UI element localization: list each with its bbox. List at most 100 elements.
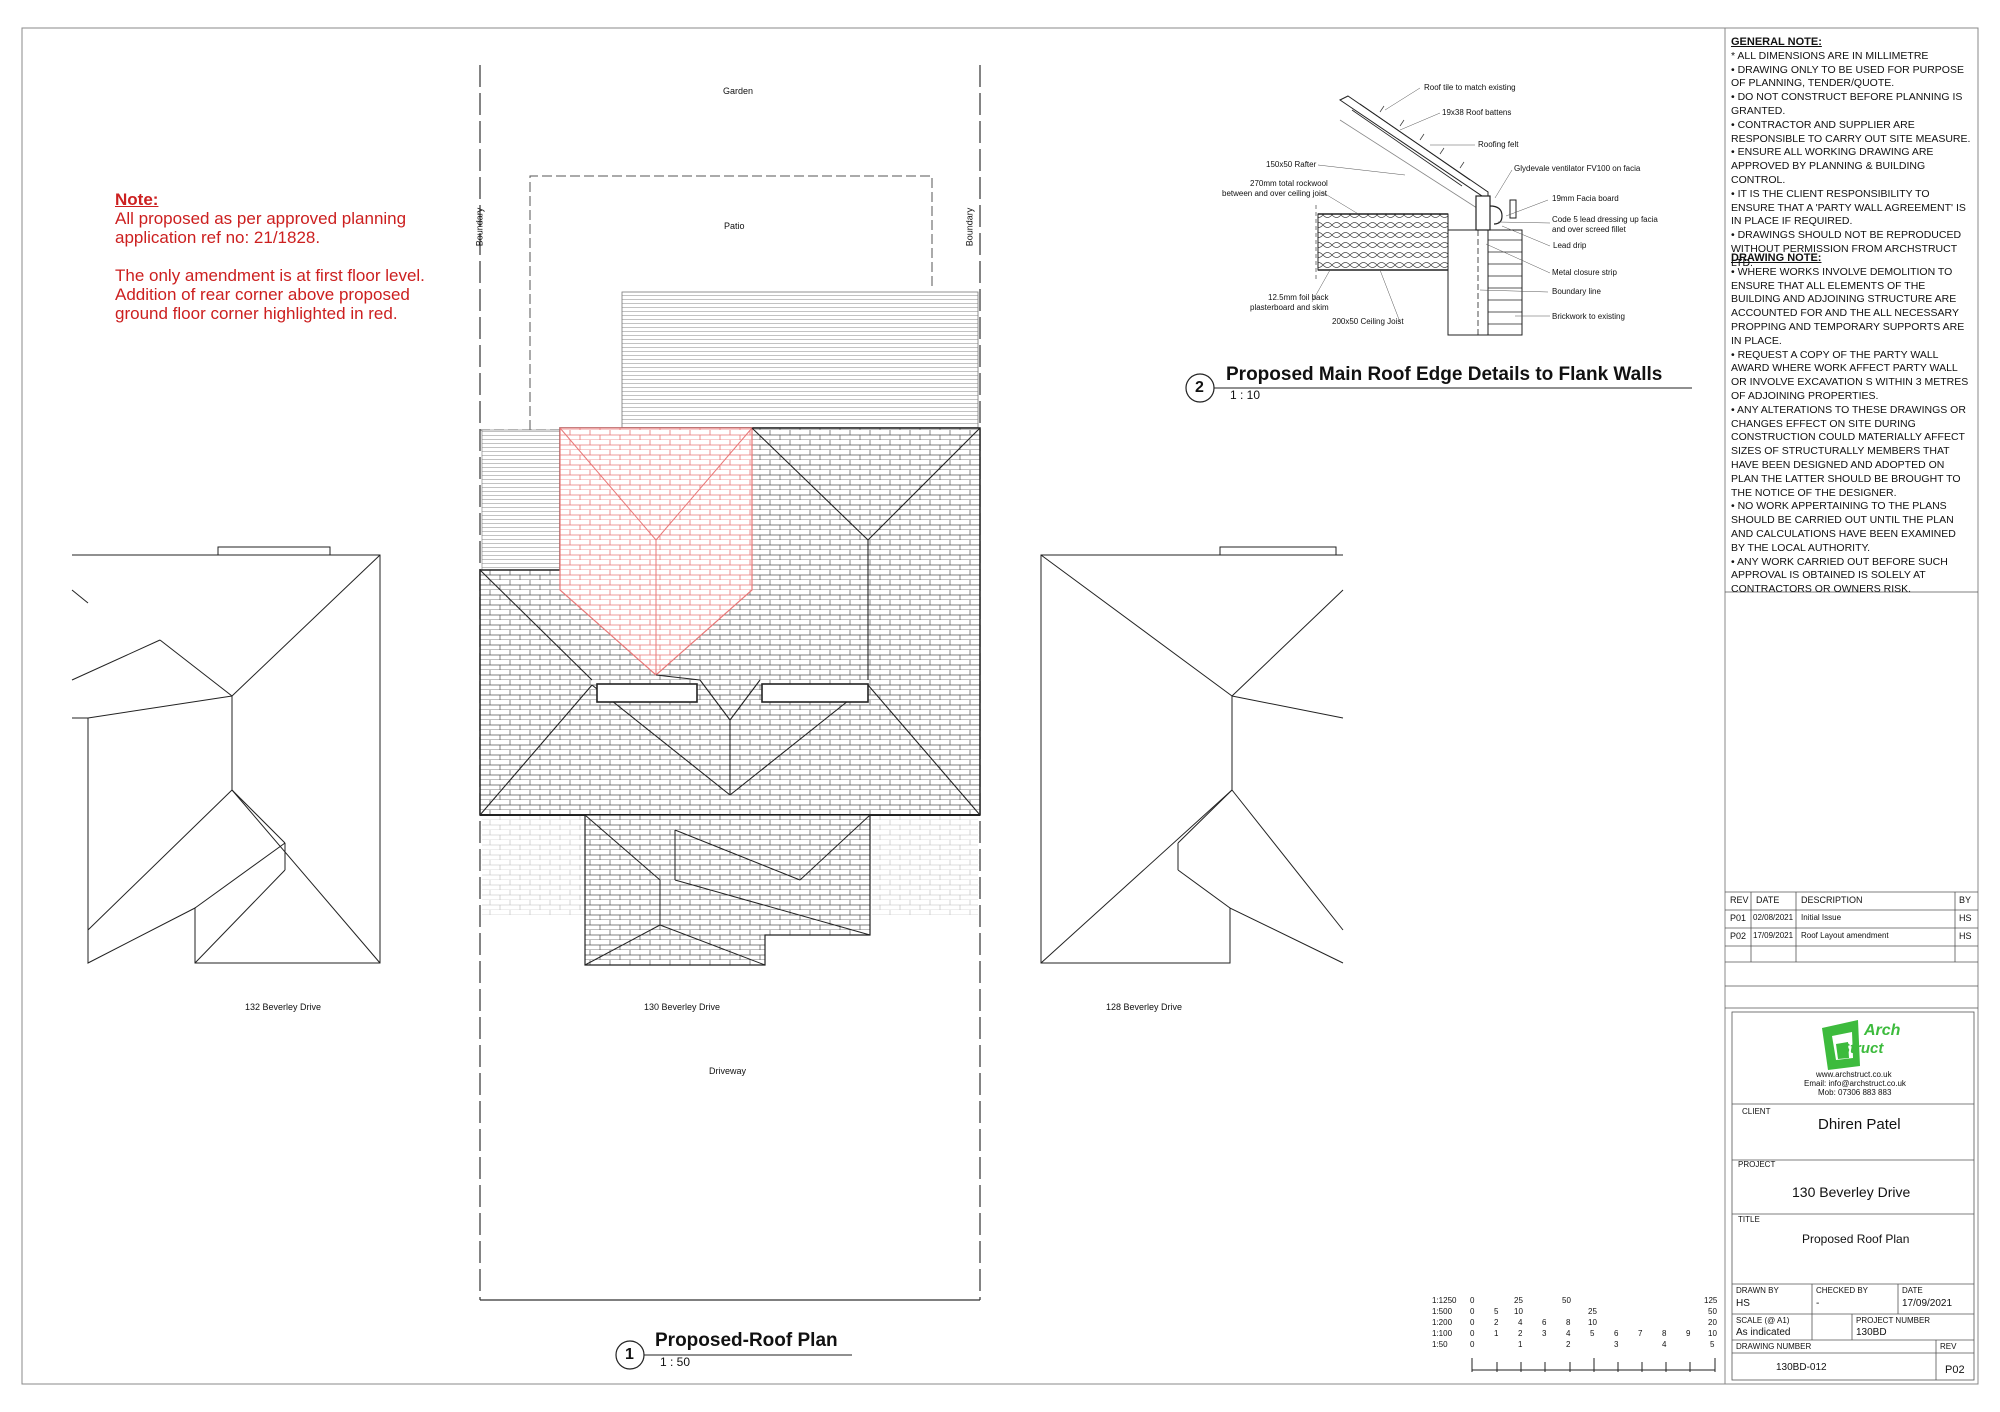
scale-tick: 8 [1566, 1318, 1571, 1327]
label-house-128: 128 Beverley Drive [1106, 1002, 1183, 1012]
patio-outline [480, 175, 933, 431]
scale-tick: 5 [1494, 1307, 1499, 1316]
drawing-note-item: • ANY WORK CARRIED OUT BEFORE SUCH APPRO… [1731, 555, 1948, 596]
scale-tick: 20 [1708, 1318, 1717, 1327]
scale-name: 1:200 [1432, 1318, 1453, 1327]
company-name-line2: Struct [1840, 1040, 1884, 1057]
detail-lead-drip: Lead drip [1553, 241, 1587, 250]
scale-value: As indicated [1736, 1327, 1791, 1338]
drawing-number-label: DRAWING NUMBER [1736, 1342, 1812, 1351]
neighbour-132-roof [71, 546, 381, 964]
scale-tick: 6 [1614, 1329, 1619, 1338]
scale-label: SCALE (@ A1) [1736, 1316, 1790, 1325]
scale-tick: 25 [1588, 1307, 1597, 1316]
scale-tick: 4 [1518, 1318, 1523, 1327]
scale-tick: 10 [1588, 1318, 1597, 1327]
detail-closure: Metal closure strip [1552, 268, 1617, 277]
drawing-note: DRAWING NOTE: • WHERE WORKS INVOLVE DEMO… [1731, 252, 1971, 597]
scale-tick: 5 [1590, 1329, 1595, 1338]
general-note-item: • DRAWINGS SHOULD NOT BE REPRODUCED WITH… [1731, 229, 1962, 269]
detail-rockwool-2: between and over ceiling joist [1222, 189, 1327, 198]
title-value: Proposed Roof Plan [1802, 1232, 1910, 1246]
scale-tick: 2 [1518, 1329, 1523, 1338]
rev-header-by: BY [1959, 895, 1972, 905]
detail-plaster-1: 12.5mm foil back [1268, 293, 1329, 302]
drawing-number-value: 130BD-012 [1776, 1362, 1827, 1373]
scale-tick: 4 [1662, 1340, 1667, 1349]
checked-by-label: CHECKED BY [1816, 1286, 1869, 1295]
drawing-note-heading: DRAWING NOTE: [1731, 252, 1822, 264]
project-label: PROJECT [1738, 1160, 1776, 1169]
scale-name: 1:500 [1432, 1307, 1453, 1316]
client-value: Dhiren Patel [1818, 1116, 1901, 1133]
scale-tick: 50 [1562, 1296, 1571, 1305]
rev-value: P02 [1945, 1364, 1965, 1376]
scale-tick: 4 [1566, 1329, 1571, 1338]
detail-ventilator: Glydevale ventilator FV100 on facia [1514, 164, 1641, 173]
note-line-1: All proposed as per approved planning ap… [115, 209, 407, 247]
detail-boundary-line: Boundary line [1552, 287, 1601, 296]
label-boundary-right: Boundary [964, 207, 975, 247]
title-block-frame [1725, 591, 1978, 1381]
note-line-2: The only amendment is at first floor lev… [115, 266, 425, 323]
drawing-note-item: • WHERE WORKS INVOLVE DEMOLITION TO ENSU… [1731, 265, 1965, 347]
scale-tick: 3 [1614, 1340, 1619, 1349]
detail-brickwork: Brickwork to existing [1552, 312, 1625, 321]
detail-facia: 19mm Facia board [1552, 194, 1619, 203]
general-note-item: • IT IS THE CLIENT RESPONSIBILITY TO ENS… [1731, 187, 1966, 228]
scale-tick: 25 [1514, 1296, 1523, 1305]
detail-leaders [1311, 87, 1551, 323]
rev-cell: Roof Layout amendment [1801, 931, 1889, 940]
company-email: Email: info@archstruct.co.uk [1804, 1079, 1906, 1088]
scale-tick: 5 [1710, 1340, 1715, 1349]
detail-rockwool-1: 270mm total rockwool [1250, 179, 1328, 188]
project-number-label: PROJECT NUMBER [1856, 1316, 1931, 1325]
archstruct-logo [1822, 1020, 1860, 1070]
scale-tick: 10 [1514, 1307, 1523, 1316]
scale-tick: 10 [1708, 1329, 1717, 1338]
rear-paving [621, 291, 979, 429]
detail-tile: Roof tile to match existing [1424, 83, 1516, 92]
rev-cell: Initial Issue [1801, 913, 1842, 922]
view-2-title: Proposed Main Roof Edge Details to Flank… [1226, 364, 1663, 385]
rev-cell: HS [1959, 931, 1972, 941]
scale-tick: 0 [1470, 1329, 1475, 1338]
title-label: TITLE [1738, 1215, 1760, 1224]
detail-lead-1: Code 5 lead dressing up facia [1552, 215, 1658, 224]
view-2-scale: 1 : 10 [1230, 388, 1261, 402]
detail-joist: 200x50 Ceiling Joist [1332, 317, 1404, 326]
rev-header-rev: REV [1730, 895, 1749, 905]
checked-by-value: - [1816, 1298, 1820, 1309]
neighbour-128-roof [1040, 546, 1344, 964]
rev-cell: 02/08/2021 [1753, 913, 1794, 922]
general-note: GENERAL NOTE: * ALL DIMENSIONS ARE IN MI… [1731, 36, 1971, 271]
scale-bar-labels: 1:1250 1:500 1:200 1:100 1:50 0 25 50 12… [1432, 1296, 1722, 1360]
rev-cell: P02 [1730, 931, 1747, 941]
scale-tick: 3 [1542, 1329, 1547, 1338]
general-note-item: • DRAWING ONLY TO BE USED FOR PURPOSE OF… [1731, 63, 1964, 90]
view-1-scale: 1 : 50 [660, 1355, 691, 1369]
scale-name: 1:1250 [1432, 1296, 1457, 1305]
detail-rafter: 150x50 Rafter [1266, 160, 1317, 169]
date-label: DATE [1902, 1286, 1923, 1295]
scale-tick: 125 [1704, 1296, 1718, 1305]
rev-cell: HS [1959, 913, 1972, 923]
drawing-note-item: • ANY ALTERATIONS TO THESE DRAWINGS OR C… [1731, 403, 1966, 499]
scale-tick: 1 [1494, 1329, 1499, 1338]
label-garden: Garden [723, 86, 754, 96]
view-1-number: 1 [625, 1346, 634, 1363]
rev-cell: 17/09/2021 [1753, 931, 1794, 940]
general-note-item: • CONTRACTOR AND SUPPLIER ARE RESPONSIBL… [1731, 118, 1971, 145]
view-2-number: 2 [1195, 379, 1204, 396]
project-value: 130 Beverley Drive [1792, 1184, 1911, 1200]
scale-name: 1:50 [1432, 1340, 1448, 1349]
detail-plaster-2: plasterboard and skim [1250, 303, 1329, 312]
rev-cell: P01 [1730, 913, 1747, 923]
label-house-130: 130 Beverley Drive [644, 1002, 721, 1012]
company-mobile: Mob: 07306 883 883 [1818, 1088, 1892, 1097]
scale-name: 1:100 [1432, 1329, 1453, 1338]
drawing-note-item: • REQUEST A COPY OF THE PARTY WALL AWARD… [1731, 348, 1969, 402]
main-roof [479, 427, 981, 966]
